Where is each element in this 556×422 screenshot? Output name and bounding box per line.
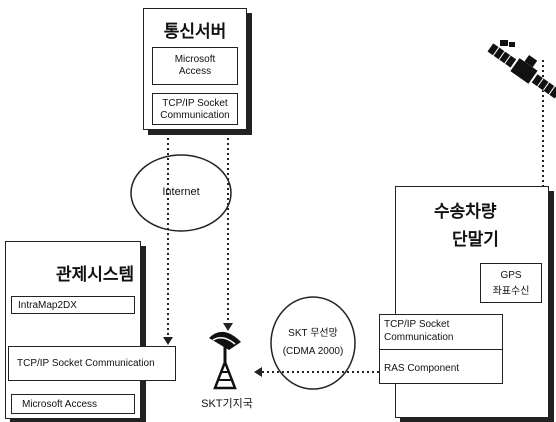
base-station-label: SKT기지국 <box>201 398 253 410</box>
vehicle-title-line1: 수송차량 <box>434 202 497 222</box>
control-title: 관제시스템 <box>56 265 135 285</box>
gps-box: GPS 좌표수신 <box>480 263 542 303</box>
vehicle-stack-divider <box>380 349 502 350</box>
satellite-icon-small <box>500 40 515 47</box>
internet-ellipse <box>130 154 232 232</box>
intramap-box: IntraMap2DX <box>11 296 135 314</box>
wireless-line2: (CDMA 2000) <box>282 346 344 357</box>
wireless-line1: SKT 무선망 <box>288 328 338 339</box>
vehicle-ras-label: RAS Component <box>384 363 460 374</box>
vehicle-title-line2: 단말기 <box>452 230 499 250</box>
server-tcp-line1: TCP/IP Socket <box>162 98 228 109</box>
server-title: 통신서버 <box>163 22 227 42</box>
server-tcp-line2: Communication <box>160 110 230 121</box>
control-tcp-label: TCP/IP Socket Communication <box>17 358 155 369</box>
vehicle-tcp-line2: Communication <box>384 332 454 343</box>
antenna-icon <box>209 331 241 390</box>
server-db-line2: Access <box>178 66 212 77</box>
communication-server-panel: 통신서버 Microsoft Access TCP/IP Socket Comm… <box>143 8 247 130</box>
server-database-box: Microsoft Access <box>152 47 238 85</box>
control-tcp-box: TCP/IP Socket Communication <box>8 346 176 381</box>
arrow-left-1 <box>254 367 262 377</box>
wireless-network-ellipse <box>270 296 356 390</box>
intramap-label: IntraMap2DX <box>18 300 77 311</box>
gps-line2: 좌표수신 <box>492 286 530 297</box>
server-db-line1: Microsoft <box>174 54 216 65</box>
internet-label: Internet <box>162 186 200 198</box>
vehicle-stack-box: TCP/IP Socket Communication RAS Componen… <box>379 314 503 384</box>
access-label: Microsoft Access <box>22 399 98 410</box>
access-box: Microsoft Access <box>11 394 135 414</box>
vehicle-tcp-line1: TCP/IP Socket <box>384 319 450 330</box>
wireless-network-label: SKT 무선망 (CDMA 2000) <box>276 328 350 358</box>
server-tcp-box: TCP/IP Socket Communication <box>152 93 238 125</box>
control-system-panel: 관제시스템 IntraMap2DX Microsoft Access <box>5 241 141 419</box>
arrow-down-1 <box>163 337 173 345</box>
gps-line1: GPS <box>500 270 522 281</box>
satellite-icon <box>487 43 556 99</box>
arrow-down-2 <box>223 323 233 331</box>
